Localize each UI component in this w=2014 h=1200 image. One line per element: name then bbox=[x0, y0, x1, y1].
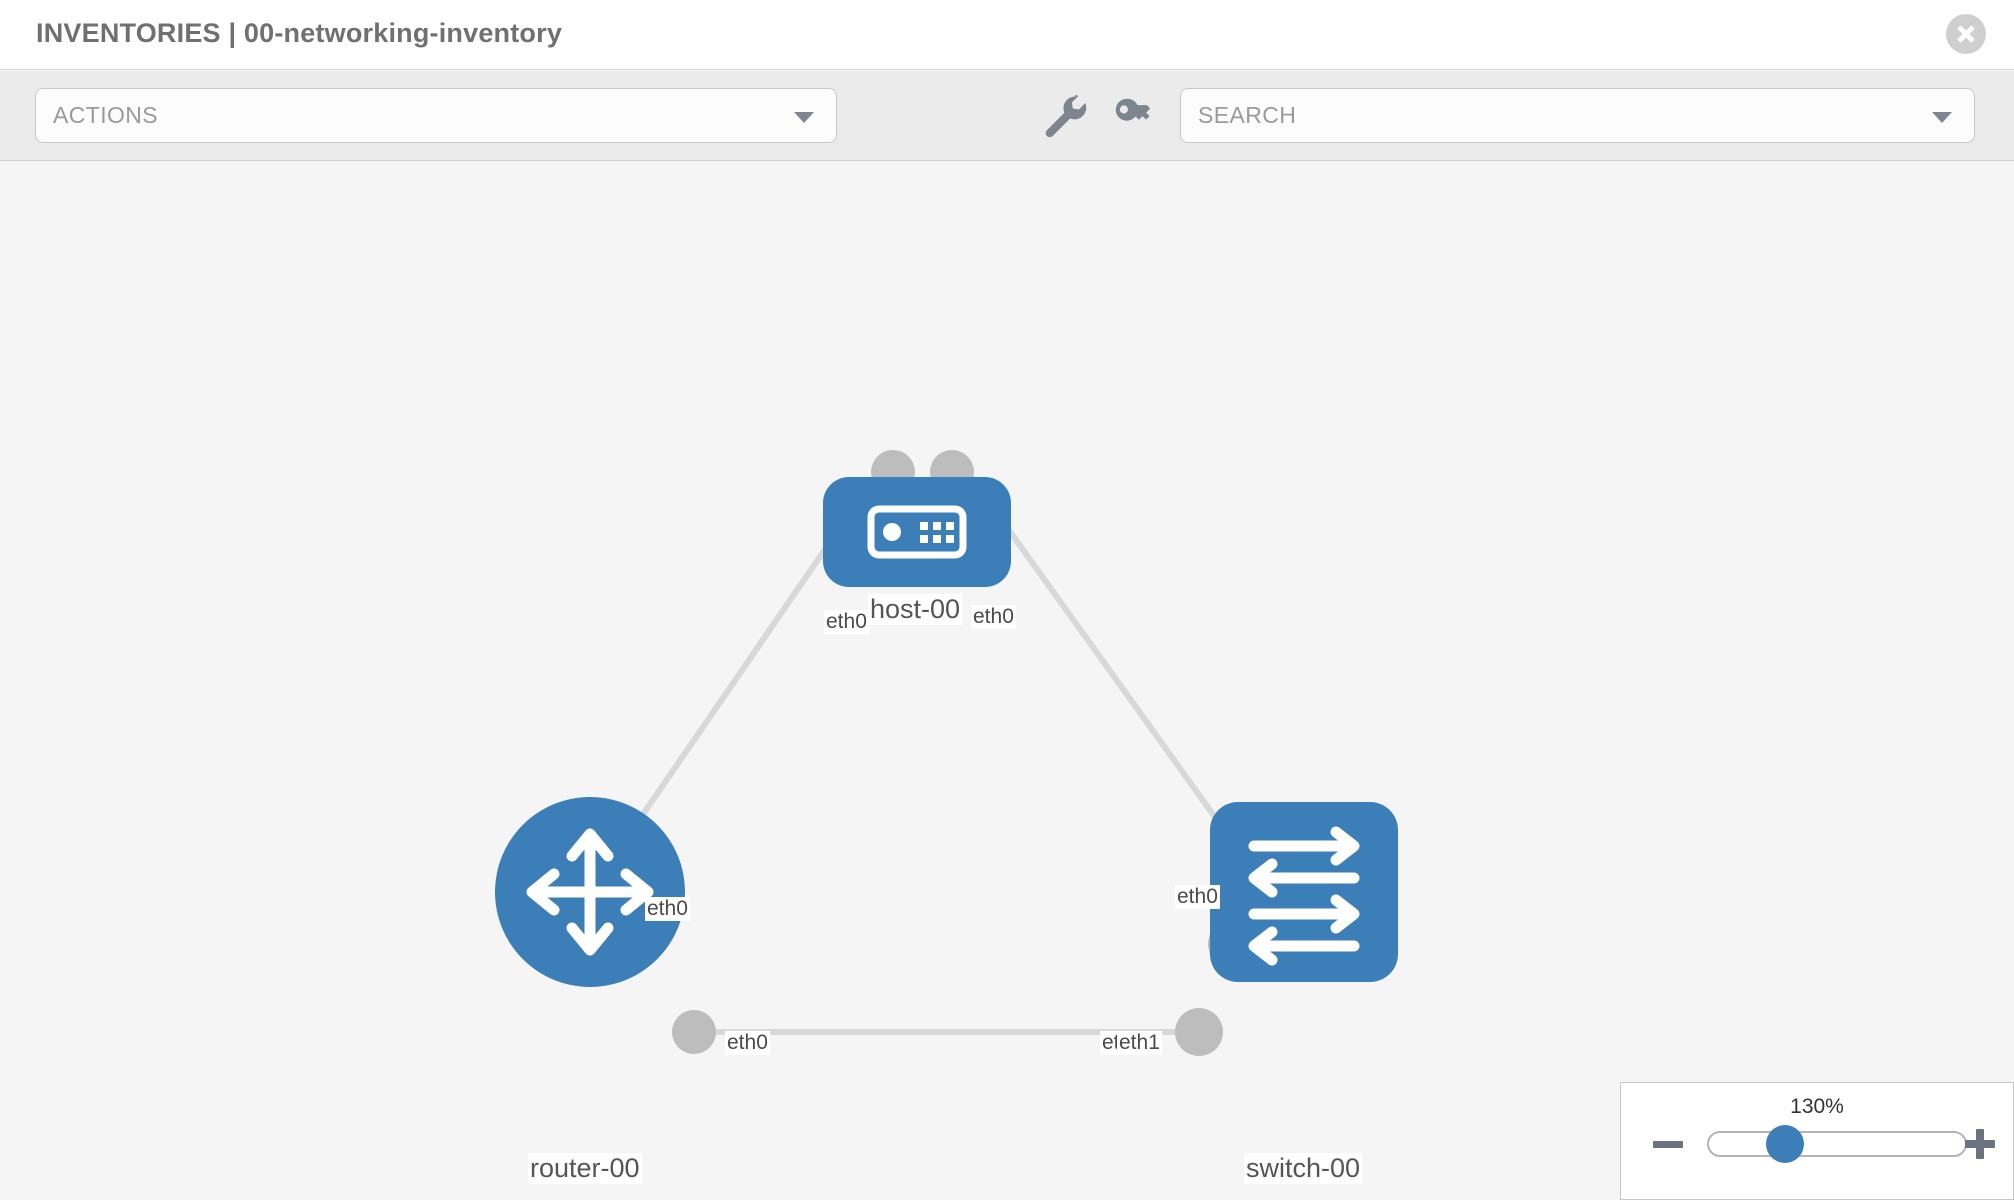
node-label-router-00: router-00 bbox=[528, 1153, 642, 1184]
iface-label-router00-top: eth0 bbox=[645, 897, 690, 921]
search-input[interactable]: SEARCH bbox=[1180, 88, 1975, 143]
topology-graph bbox=[495, 450, 1398, 1056]
iface-label-switch00-left: eth1 bbox=[1117, 1031, 1162, 1055]
chevron-down-icon[interactable] bbox=[1932, 111, 1952, 123]
server-icon bbox=[867, 505, 967, 559]
node-label-switch-00: switch-00 bbox=[1244, 1153, 1363, 1184]
actions-dropdown[interactable]: ACTIONS bbox=[35, 88, 837, 143]
switch-arrows-icon bbox=[1248, 826, 1360, 966]
wrench-icon[interactable] bbox=[1040, 91, 1090, 141]
toolbar: ACTIONS SEARCH bbox=[0, 71, 2014, 161]
zoom-control-panel: 130% bbox=[1620, 1082, 2014, 1200]
node-label-host-00: host-00 bbox=[868, 594, 963, 625]
key-icon[interactable] bbox=[1108, 91, 1158, 141]
iface-label-host00-left: eth0 bbox=[824, 610, 869, 634]
node-host-00-shape[interactable] bbox=[823, 477, 1011, 587]
connector-switch00-left[interactable] bbox=[1175, 1008, 1223, 1056]
iface-label-switch00-top: eth0 bbox=[1175, 885, 1220, 909]
node-switch-00-shape[interactable] bbox=[1210, 802, 1398, 982]
search-placeholder: SEARCH bbox=[1198, 102, 1297, 128]
iface-label-host00-right: eth0 bbox=[971, 605, 1016, 629]
close-icon[interactable] bbox=[1946, 14, 1986, 54]
topology-canvas[interactable]: host-00 router-00 switch-00 eth0 eth0 et… bbox=[0, 162, 2014, 1200]
node-host-00[interactable] bbox=[823, 477, 1011, 587]
actions-dropdown-label: ACTIONS bbox=[53, 102, 159, 128]
minus-icon[interactable] bbox=[1651, 1127, 1685, 1161]
node-router-00[interactable] bbox=[495, 797, 685, 987]
iface-label-router00-right: eth0 bbox=[725, 1031, 770, 1055]
page-header: INVENTORIES | 00-networking-inventory bbox=[0, 0, 2014, 70]
zoom-slider-track[interactable] bbox=[1707, 1131, 1967, 1157]
router-arrows-icon bbox=[526, 828, 654, 956]
chevron-down-icon bbox=[794, 111, 814, 123]
connector-router00-right[interactable] bbox=[672, 1010, 716, 1054]
page-title: INVENTORIES | 00-networking-inventory bbox=[36, 18, 563, 48]
zoom-slider-thumb[interactable] bbox=[1766, 1125, 1804, 1163]
zoom-level-label: 130% bbox=[1790, 1095, 1844, 1118]
node-switch-00[interactable] bbox=[1210, 802, 1398, 982]
plus-icon[interactable] bbox=[1963, 1127, 1997, 1161]
